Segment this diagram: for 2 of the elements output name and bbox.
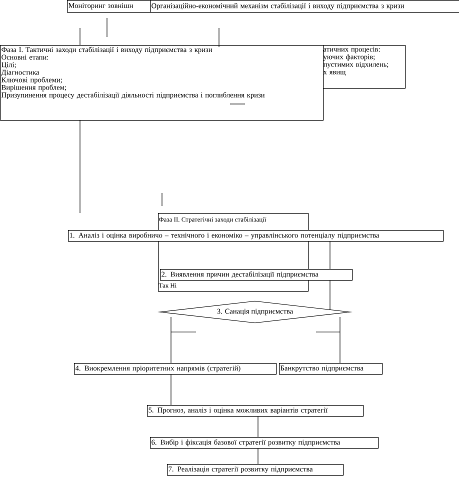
connector-line xyxy=(170,374,172,406)
connector-line xyxy=(170,316,172,364)
